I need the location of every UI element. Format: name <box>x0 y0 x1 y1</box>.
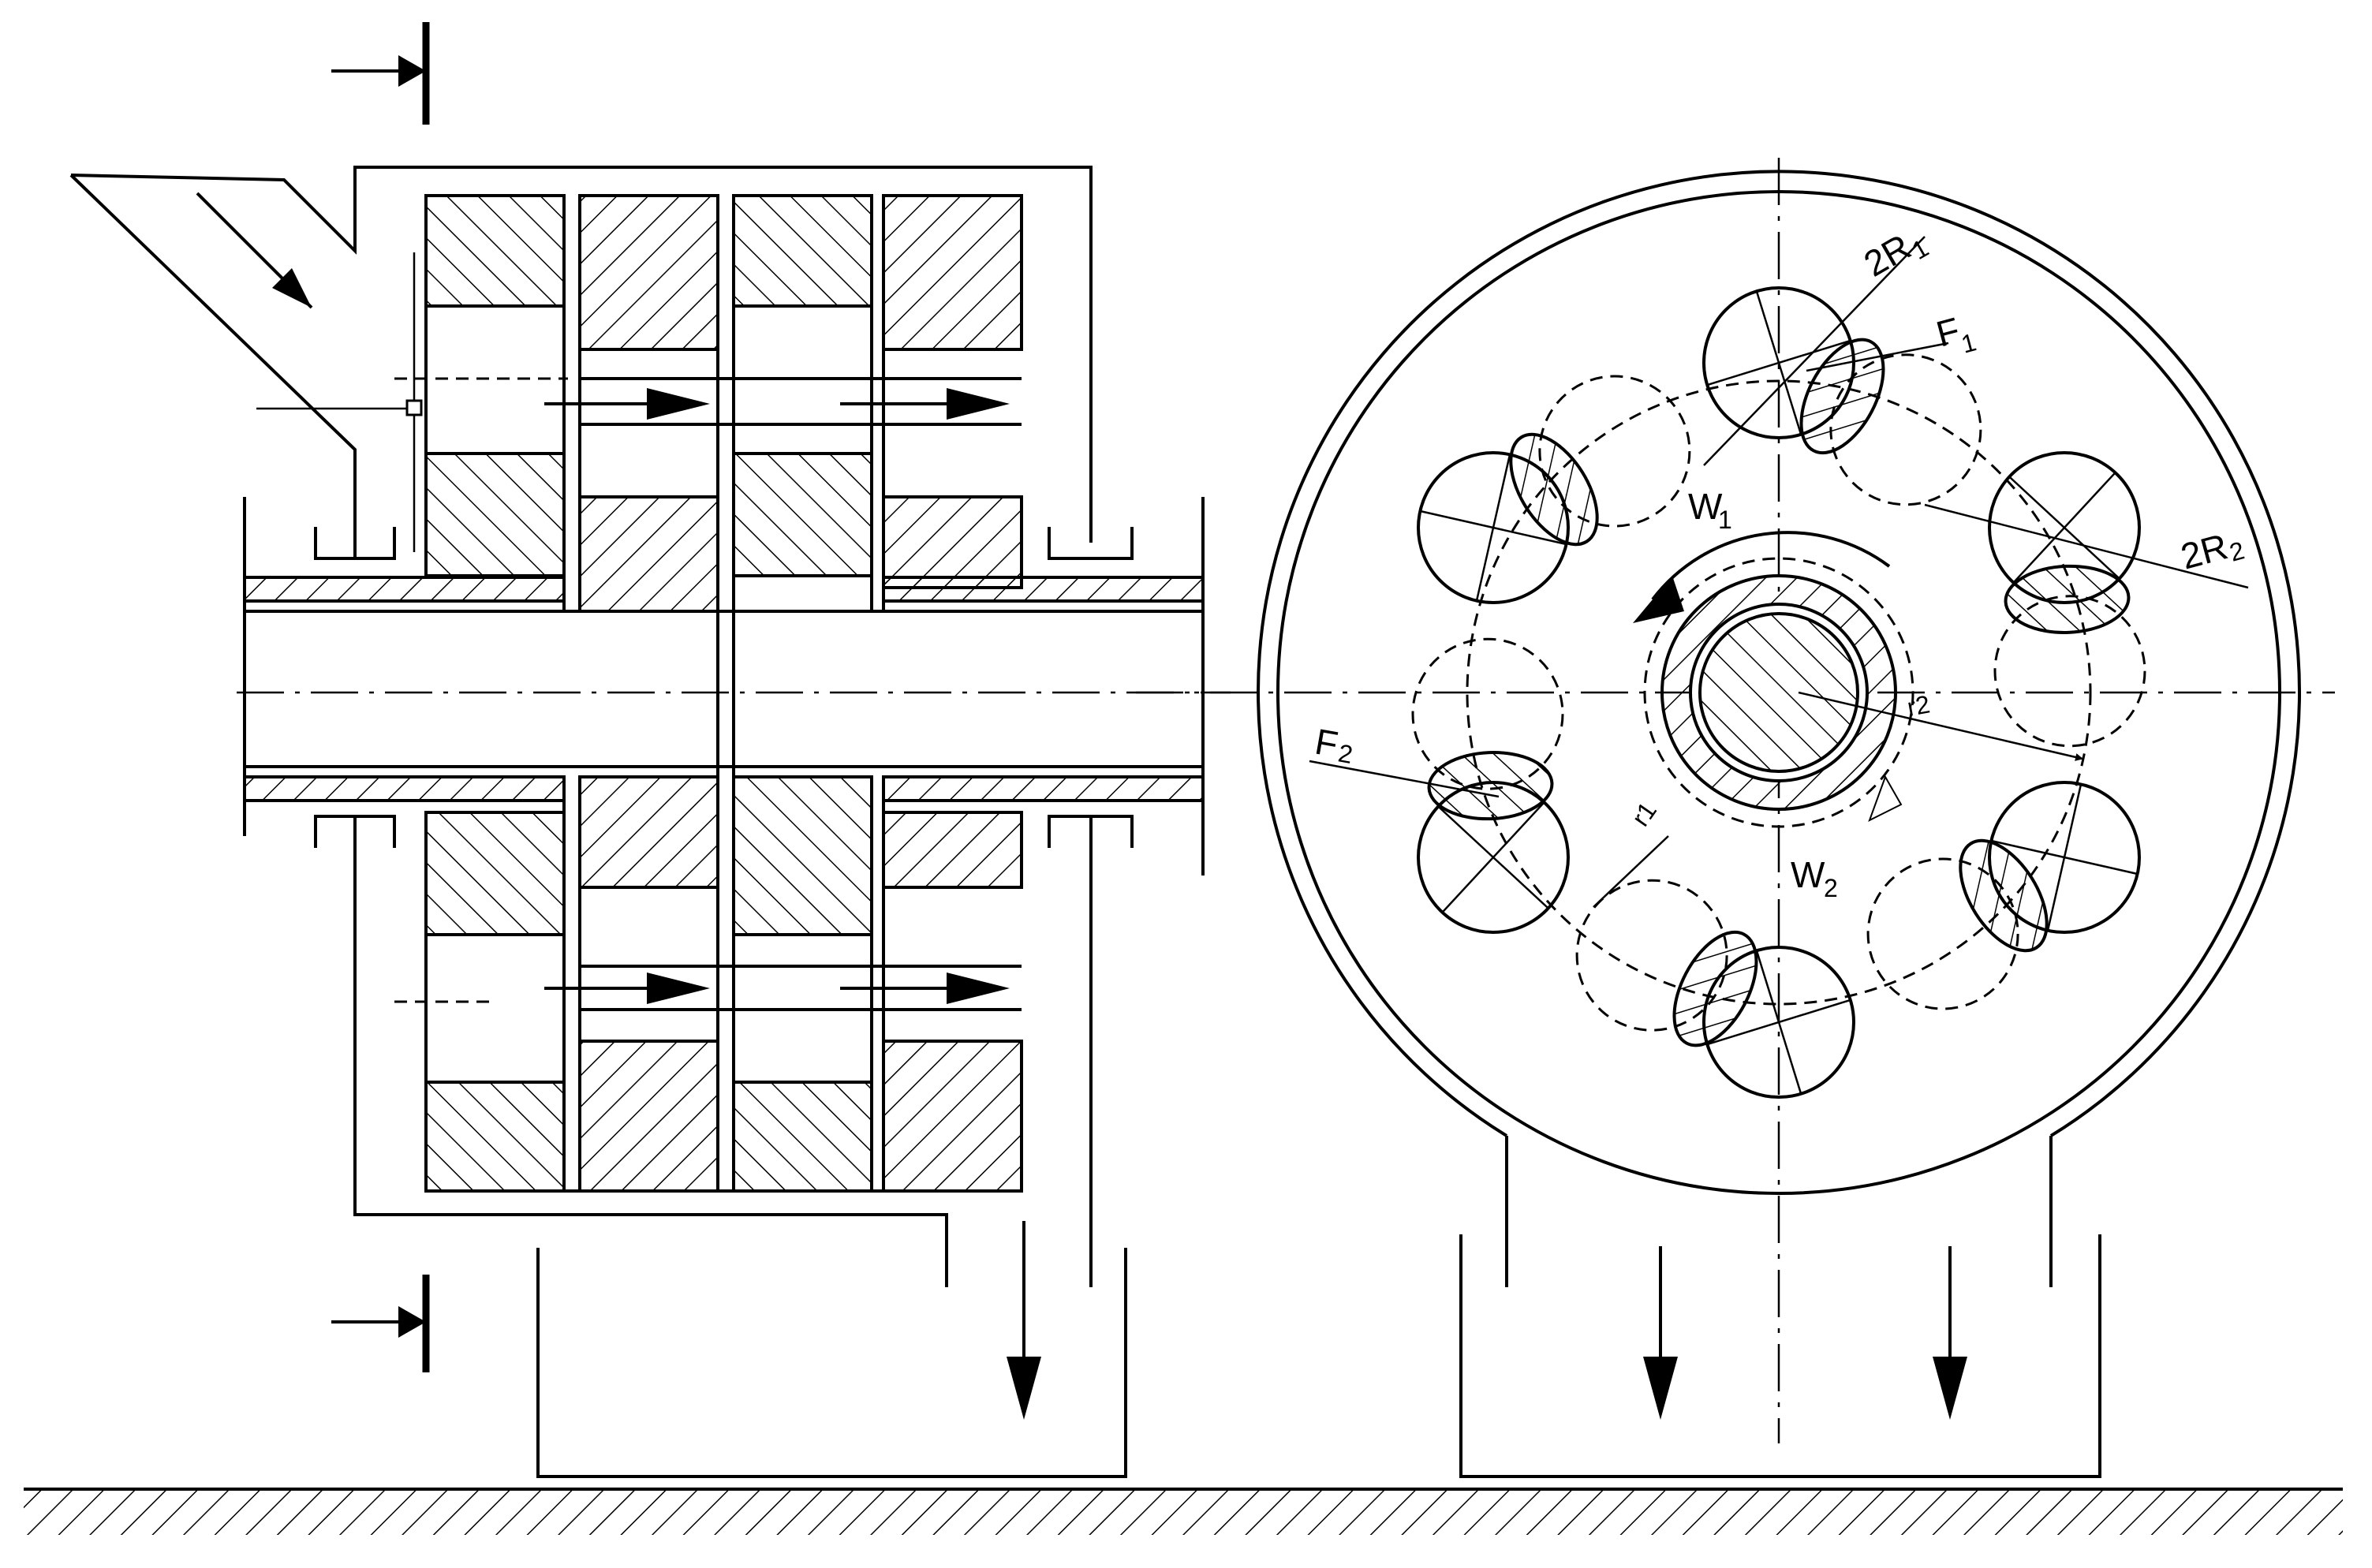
counter-roller <box>1411 637 1564 790</box>
label-w2-sub: 2 <box>1824 874 1838 902</box>
label-r1-small: r1 <box>1626 797 1662 831</box>
collection-tray-right <box>1459 1234 2101 1478</box>
section-marker-top <box>331 22 430 125</box>
rotor-bottom <box>424 775 1023 1193</box>
ground-hatch <box>24 1488 2343 1535</box>
label-f2: F <box>1312 721 1341 765</box>
label-f2-sub: 2 <box>1336 738 1355 769</box>
casing <box>243 497 1205 1287</box>
feed-hopper <box>69 166 1093 558</box>
roller-axis-line <box>1706 999 1851 1046</box>
shaft-sleeve-bottom <box>243 765 1205 802</box>
label-2r2: 2R <box>2176 525 2232 577</box>
section-view <box>69 22 1231 1478</box>
label-2r1: 2R <box>1857 226 1918 284</box>
roller-axis-line <box>1437 805 1549 909</box>
shaft-sleeve-top <box>243 576 1205 613</box>
label-f1-sub: 1 <box>1958 327 1979 358</box>
end-view: W 1 W 2 2R 1 F 1 2R 2 F 2 r2 r1 <box>1136 158 2335 1478</box>
roller-axis-line <box>1475 454 1511 601</box>
contact-zone <box>1427 751 1554 821</box>
contact-zone <box>1799 338 1885 455</box>
label-w1-sub: 1 <box>1718 506 1732 534</box>
flow-arrows <box>256 252 1010 1004</box>
collection-tray-left <box>536 1221 1127 1478</box>
dimension-lines <box>1309 236 2249 908</box>
roller-axis-line <box>2008 476 2120 580</box>
rotation-arc-w1 <box>1651 531 1891 601</box>
rollers <box>1411 286 2146 1099</box>
contact-zone <box>1672 930 1758 1047</box>
roller-axis-line <box>2046 784 2083 931</box>
contact-zone <box>1509 432 1599 547</box>
central-hub <box>1660 574 1897 811</box>
contact-zone <box>1959 838 2049 953</box>
label-w2: W <box>1791 854 1825 895</box>
label-w1: W <box>1688 486 1723 527</box>
contact-zone <box>2004 564 2131 634</box>
section-marker-bottom <box>331 1275 430 1372</box>
roller-axis-line <box>1706 339 1851 386</box>
label-r2-small: r2 <box>1905 689 1932 721</box>
rotor-top <box>424 194 1023 1191</box>
